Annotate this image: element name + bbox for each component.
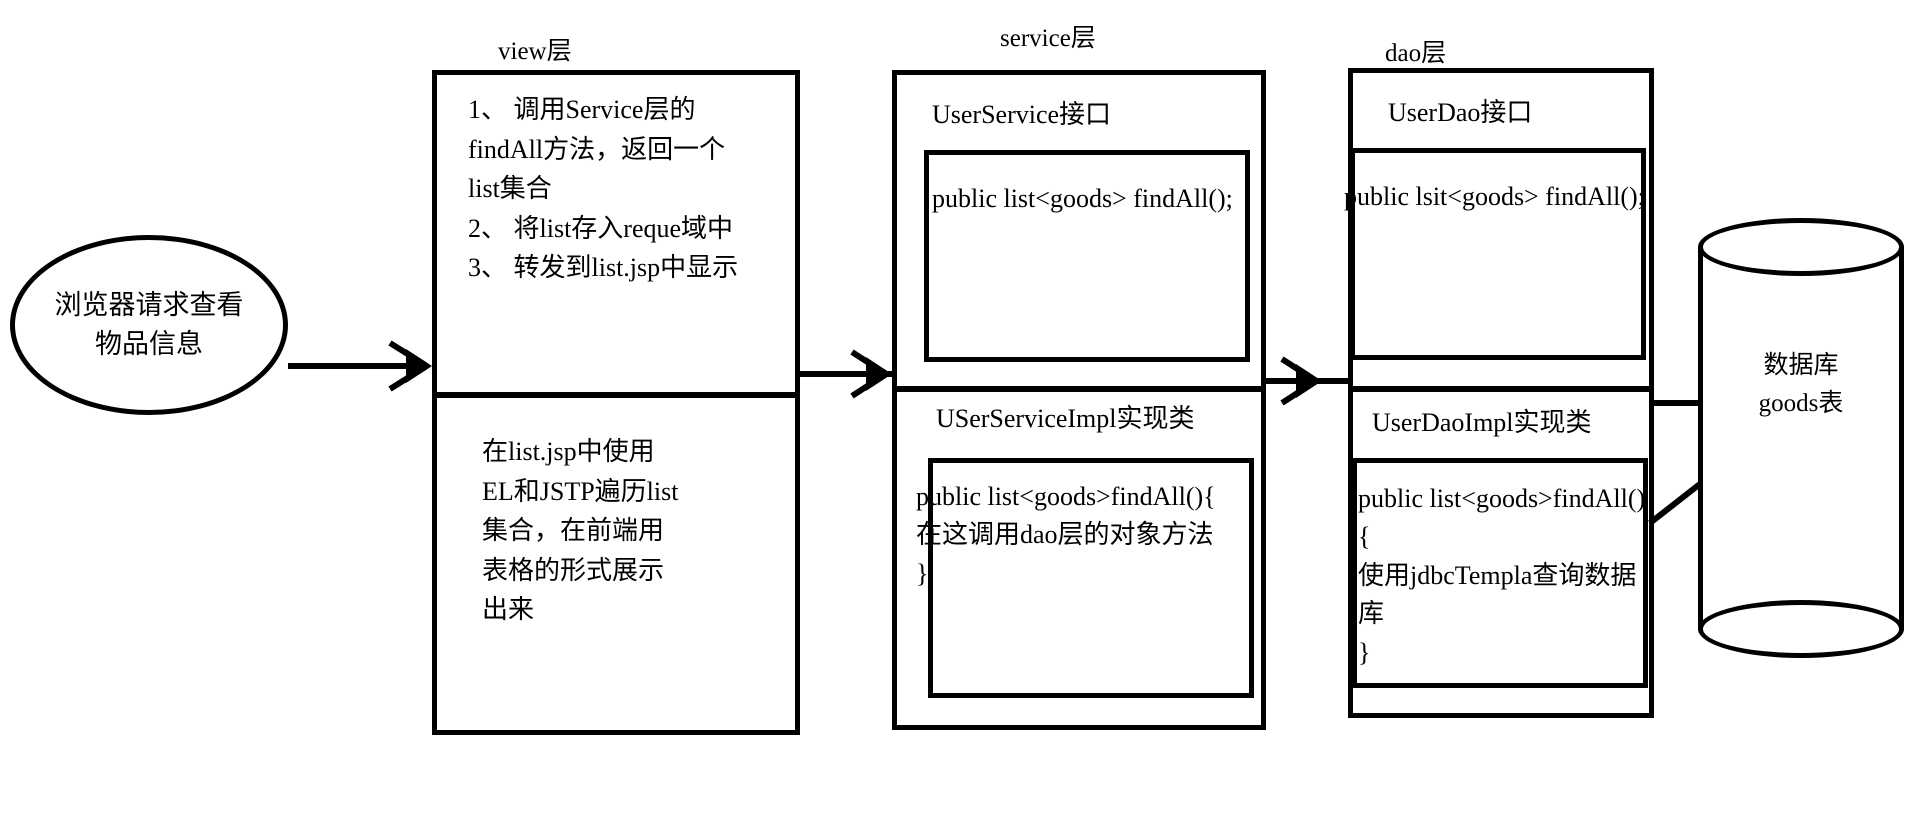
cylinder-top-ellipse bbox=[1698, 218, 1904, 276]
user-service-interface-code: public list<goods> findAll(); bbox=[932, 184, 1233, 213]
database-label-line-1: 数据库 bbox=[1763, 352, 1839, 379]
database-label-line-2: goods表 bbox=[1758, 390, 1844, 417]
cylinder-body bbox=[1698, 246, 1904, 630]
service-layer-divider bbox=[892, 386, 1266, 392]
browser-request-line-1: 浏览器请求查看 bbox=[54, 289, 244, 320]
user-service-impl-title: USerServiceImpl实现类 bbox=[936, 404, 1195, 433]
user-dao-interface-title: UserDao接口 bbox=[1388, 98, 1533, 127]
browser-request-node: 浏览器请求查看 物品信息 bbox=[10, 235, 288, 415]
cylinder-bottom-ellipse bbox=[1698, 600, 1904, 658]
view-layer-title: view层 bbox=[498, 38, 572, 65]
user-dao-interface-code-box bbox=[1350, 148, 1646, 360]
user-dao-interface-code: public lsit<goods> findAll(); bbox=[1344, 182, 1645, 211]
dao-layer-title: dao层 bbox=[1385, 40, 1447, 67]
dao-layer-divider bbox=[1348, 386, 1654, 392]
user-dao-impl-title: UserDaoImpl实现类 bbox=[1372, 408, 1592, 437]
user-service-interface-title: UserService接口 bbox=[932, 100, 1112, 129]
view-layer-box bbox=[432, 70, 800, 735]
database-cylinder: 数据库 goods表 bbox=[1698, 218, 1904, 658]
view-layer-divider bbox=[432, 392, 800, 398]
user-service-impl-code: public list<goods>findAll(){ 在这调用dao层的对象… bbox=[916, 482, 1216, 588]
user-service-impl-code-box bbox=[928, 458, 1254, 698]
user-dao-impl-code: public list<goods>findAll() { 使用jdbcTemp… bbox=[1358, 484, 1646, 667]
browser-request-line-2: 物品信息 bbox=[95, 329, 203, 359]
user-service-interface-code-box bbox=[924, 150, 1250, 362]
view-layer-bottom-text: 在list.jsp中使用 EL和JSTP遍历list 集合，在前端用 表格的形式… bbox=[482, 437, 679, 625]
view-layer-top-text: 1、 调用Service层的 findAll方法，返回一个 list集合 2、 … bbox=[468, 95, 739, 283]
user-dao-impl-code-box bbox=[1352, 458, 1648, 688]
service-layer-title: service层 bbox=[1000, 25, 1096, 52]
